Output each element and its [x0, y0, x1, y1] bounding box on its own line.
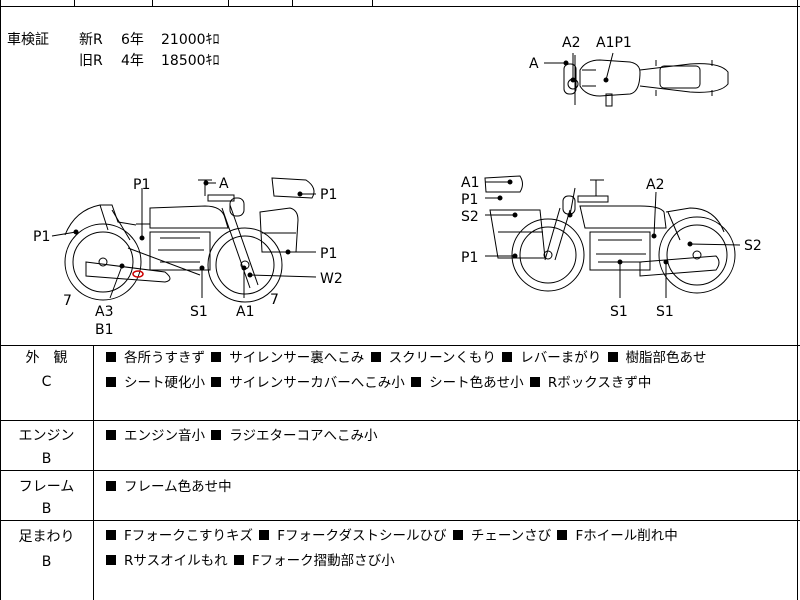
top-cell-divider: [228, 0, 229, 6]
bullet-square-icon: [411, 377, 422, 387]
diagram-label: S2: [461, 209, 479, 225]
top-cell-divider: [372, 0, 373, 6]
bullet-square-icon: [106, 555, 116, 565]
top-border-line: [0, 6, 800, 7]
diagram-label: 7: [63, 293, 72, 309]
bullet-square-icon: [557, 530, 568, 540]
section-grade: B: [41, 501, 52, 517]
list-item: エンジン音小: [104, 428, 205, 444]
list-item: サイレンサー裏へこみ: [209, 350, 364, 366]
section-divider: [0, 420, 800, 421]
left-view-motorcycle: [64, 177, 315, 303]
top-view-motorcycle: [563, 55, 729, 107]
diagram-label: S1: [190, 304, 208, 320]
list-item: Fフォークこすりキズ: [104, 528, 253, 544]
list-item: シート硬化小: [104, 375, 205, 391]
diagram-label: W2: [320, 271, 343, 287]
diagram-label: P1: [461, 192, 478, 208]
bullet-square-icon: [370, 352, 381, 362]
list-item: Fフォーク摺動部さび小: [232, 553, 395, 569]
bullet-square-icon: [106, 530, 116, 540]
top-cell-divider: [292, 0, 293, 6]
diagram-label: A2: [562, 35, 580, 51]
inspection-years: 4年: [121, 53, 144, 69]
diagram-label: P1: [461, 250, 478, 266]
section-items: フレーム色あせ中: [104, 475, 794, 500]
list-item: レバーまがり: [500, 350, 601, 366]
list-item: 樹脂部色あせ: [606, 350, 707, 366]
bullet-square-icon: [233, 555, 244, 565]
inspection-price: 21000ｷﾛ: [161, 32, 220, 48]
list-item: Fホイール削れ中: [555, 528, 678, 544]
diagram-label: A1: [236, 304, 254, 320]
section-name: エンジン: [18, 428, 75, 444]
bullet-square-icon: [529, 377, 540, 387]
bullet-square-icon: [211, 352, 222, 362]
right-view-motorcycle: [484, 175, 736, 294]
diagram-label: P1: [320, 246, 337, 262]
inspection-row-old: 旧R 4年 18500ｷﾛ: [79, 51, 220, 72]
inspection-kind: 旧R: [79, 53, 103, 69]
bullet-square-icon: [106, 377, 116, 387]
inspection-kind: 新R: [79, 32, 103, 48]
diagram-label: P1: [33, 229, 50, 245]
list-item: Rサスオイルもれ: [104, 553, 228, 569]
bullet-square-icon: [106, 430, 116, 440]
diagram-label: A3: [95, 304, 113, 320]
damage-diagram: A A2 A1P1 P1 A P1 P1 P1 W2 7 7 A3 B1 S1 …: [33, 35, 762, 338]
list-item: ラジエターコアへこみ小: [209, 428, 378, 444]
inspection-price: 18500ｷﾛ: [161, 53, 220, 69]
damage-marks: [73, 60, 693, 278]
diagram-label: A1: [461, 175, 479, 191]
diagram-label: S1: [656, 304, 674, 320]
section-divider: [0, 520, 800, 521]
diagram-label: P1: [320, 187, 337, 203]
list-item: シート色あせ小: [409, 375, 524, 391]
label-leader-lines: [51, 52, 741, 299]
section-grade: B: [41, 554, 52, 570]
diagram-label: A1P1: [596, 35, 632, 51]
diagram-label: 7: [270, 292, 279, 308]
bullet-square-icon: [452, 530, 463, 540]
bullet-square-icon: [502, 352, 513, 362]
list-item: チェーンさび: [451, 528, 551, 544]
section-items: エンジン音小 ラジエターコアへこみ小: [104, 424, 794, 449]
diagram-label: P1: [133, 177, 150, 193]
list-item: フレーム色あせ中: [104, 479, 232, 495]
section-divider: [0, 345, 800, 346]
bullet-square-icon: [259, 530, 270, 540]
list-item: サイレンサーカバーへこみ小: [209, 375, 405, 391]
section-items: 各所うすきず サイレンサー裏へこみ スクリーンくもり レバーまがり 樹脂部色あせ…: [104, 346, 794, 396]
section-name: 足まわり: [18, 529, 75, 545]
section-divider: [0, 470, 800, 471]
diagram-label: S2: [744, 238, 762, 254]
diagram-label: B1: [95, 322, 114, 338]
list-item: スクリーンくもり: [369, 350, 496, 366]
diagram-label: A: [219, 176, 229, 192]
bullet-square-icon: [106, 481, 116, 491]
top-cell-divider: [152, 0, 153, 6]
section-items: Fフォークこすりキズ Fフォークダストシールひび チェーンさび Fホイール削れ中…: [104, 524, 794, 574]
bullet-square-icon: [106, 352, 116, 362]
column-divider: [93, 345, 94, 600]
section-name: 外 観: [25, 350, 68, 366]
bullet-square-icon: [211, 377, 222, 387]
diagram-label: A: [529, 56, 539, 72]
bullet-square-icon: [607, 352, 618, 362]
section-grade: B: [41, 451, 52, 467]
inspection-years: 6年: [121, 32, 144, 48]
diagram-label: A2: [646, 177, 664, 193]
diagram-label: S1: [610, 304, 628, 320]
section-grade: C: [41, 374, 52, 390]
inspection-row-new: 新R 6年 21000ｷﾛ: [79, 30, 220, 51]
inspection-label: 車検証: [7, 32, 49, 48]
section-name: フレーム: [18, 479, 75, 495]
list-item: 各所うすきず: [104, 350, 205, 366]
list-item: Fフォークダストシールひび: [257, 528, 447, 544]
bullet-square-icon: [211, 430, 222, 440]
top-cell-divider: [74, 0, 75, 6]
list-item: Rボックスきず中: [528, 375, 651, 391]
